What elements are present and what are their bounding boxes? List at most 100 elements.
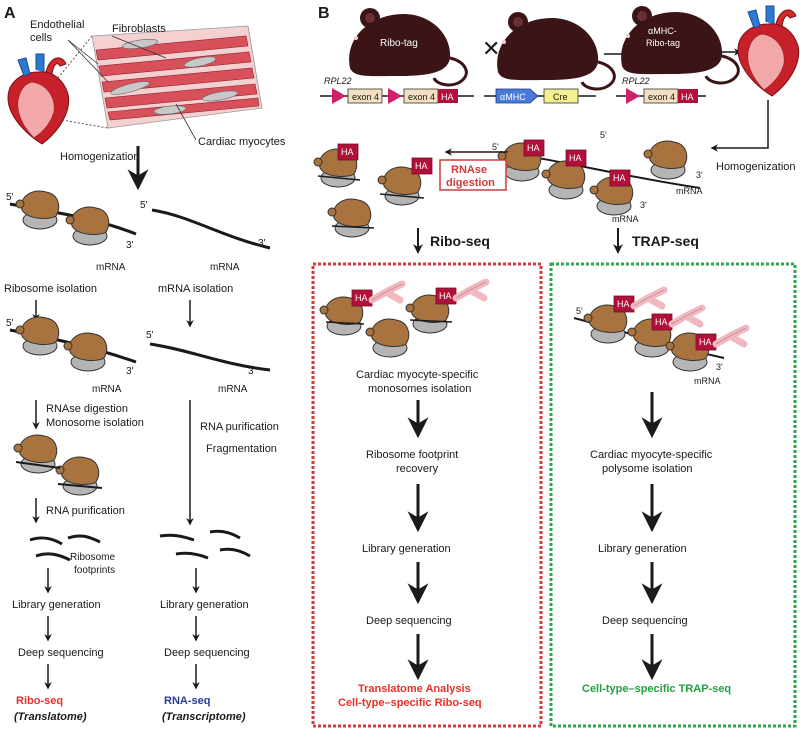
zoom-line-top: [57, 35, 93, 79]
label-5prime: 5': [576, 306, 583, 316]
ribosome-icon: [15, 190, 60, 230]
label-5prime: 5': [6, 318, 14, 329]
label-rpl22: RPL22: [622, 76, 650, 86]
antibody-icon: [456, 282, 486, 298]
label-3prime: 3': [716, 362, 723, 372]
label-rnase-2: digestion: [446, 177, 495, 189]
trapseq-step1-line2: polysome isolation: [602, 463, 693, 475]
footprint-fragment: [331, 225, 375, 229]
riboseq-sequencing: Deep sequencing: [366, 615, 452, 627]
result-transcriptome: (Transcriptome): [162, 711, 246, 723]
ha-label: HA: [655, 317, 668, 327]
ha-box: [438, 89, 458, 103]
loxp-icon: [388, 88, 402, 104]
label-mrna: mRNA: [676, 186, 703, 196]
label-monosome-isolation: Monosome isolation: [46, 417, 144, 429]
ha-label: HA: [341, 147, 354, 157]
label-mrna: mRNA: [210, 262, 240, 273]
label-rna-purification-a: RNA purification: [46, 505, 125, 517]
amhc-promoter-box: [495, 88, 539, 104]
label-3prime: 3': [126, 366, 134, 377]
pointer-myocytes: [175, 103, 197, 141]
trapseq-sequencing: Deep sequencing: [602, 615, 688, 627]
footprint-fragment: [57, 483, 103, 489]
footprint-fragment: [317, 175, 361, 181]
label-exon4: exon 4: [648, 92, 675, 102]
exon4-box: [347, 88, 383, 104]
antibody-icon: [634, 290, 664, 306]
footprint-fragment: [409, 319, 453, 323]
ribosome-icon: [65, 206, 110, 246]
footprint-fragment: [325, 321, 365, 325]
label-exon4: exon 4: [408, 92, 435, 102]
trapseq-box: [549, 262, 797, 728]
riboseq-result-2: Cell-type–specific Ribo-seq: [338, 697, 482, 709]
label-mrna: mRNA: [612, 214, 639, 224]
label-mrna: mRNA: [694, 376, 721, 386]
label-cre: Cre: [553, 92, 568, 102]
ha-label: HA: [439, 291, 452, 301]
riboseq-step1-line1: Cardiac myocyte-specific: [356, 369, 479, 381]
panel-b-label: B: [318, 5, 330, 22]
ha-label: HA: [415, 161, 428, 171]
header-trapseq: TRAP-seq: [632, 233, 699, 249]
heart-icon: [737, 5, 800, 97]
antibody-icon: [372, 284, 402, 300]
label-ribo-tag: Ribo-tag: [380, 38, 418, 49]
trapseq-result: Cell-type–specific TRAP-seq: [582, 683, 731, 695]
label-mrna-isolation: mRNA isolation: [158, 283, 233, 295]
ribosome-icon: [55, 456, 100, 496]
label-cardiac-myocytes: Cardiac myocytes: [198, 136, 286, 148]
label-3prime: 3': [126, 240, 134, 251]
label-exon4: exon 4: [352, 92, 379, 102]
label-fibroblasts: Fibroblasts: [112, 23, 166, 35]
ribosome-icon: [643, 140, 688, 180]
rnase-digestion-box: [439, 159, 507, 191]
ha-label: HA: [569, 153, 582, 163]
label-ribosome-isolation: Ribosome isolation: [4, 283, 97, 295]
rna-fragments: [159, 529, 251, 560]
footprint-fragment: [379, 193, 425, 199]
ha-box: [678, 89, 698, 103]
label-rpl22: RPL22: [324, 76, 352, 86]
antibody-icon: [716, 328, 746, 344]
pointer-endothelial-2: [67, 39, 109, 83]
riboseq-result-1: Translatome Analysis: [358, 683, 471, 695]
label-homogenization-a: Homogenization: [60, 151, 140, 163]
footprint-fragment: [15, 461, 61, 469]
loxp-icon: [626, 88, 640, 104]
ribosome-icon: [365, 318, 410, 358]
ha-label: HA: [527, 143, 540, 153]
cross-symbol: ✕: [482, 36, 500, 61]
label-ha: HA: [441, 92, 454, 102]
label-sequencing-a-left: Deep sequencing: [18, 647, 104, 659]
amhc-cre-mouse-icon: [495, 10, 616, 91]
label-amhc-2: Ribo-tag: [646, 38, 680, 48]
riboseq-library: Library generation: [362, 543, 451, 555]
label-5prime: 5': [140, 200, 148, 211]
ribosome-icon: [63, 332, 108, 372]
ha-label: HA: [613, 173, 626, 183]
label-5prime: 5': [600, 130, 607, 140]
label-endothelial-2: cells: [30, 32, 53, 44]
label-5prime: 5': [492, 142, 499, 152]
label-rnase-1: RNAse: [451, 164, 487, 176]
heart-icon: [7, 53, 70, 145]
label-fragmentation: Fragmentation: [206, 443, 277, 455]
zoom-line-bottom: [61, 119, 109, 129]
header-riboseq: Ribo-seq: [430, 233, 490, 249]
label-5prime: 5': [6, 192, 14, 203]
cardiac-tissue-illustration: [91, 25, 263, 129]
label-3prime: 3': [248, 366, 256, 377]
label-3prime: 3': [258, 238, 266, 249]
mrna-strand-a2: [151, 208, 271, 250]
label-3prime: 3': [696, 170, 703, 180]
label-footprints-2: footprints: [74, 565, 115, 576]
panel-a-label: A: [4, 5, 16, 22]
pointer-fibroblasts: [111, 35, 167, 59]
mrna-strand-a4: [149, 342, 271, 372]
label-homogenization-b: Homogenization: [716, 161, 796, 173]
ribosome-icon: [541, 160, 586, 200]
trapseq-step1-line1: Cardiac myocyte-specific: [590, 449, 713, 461]
